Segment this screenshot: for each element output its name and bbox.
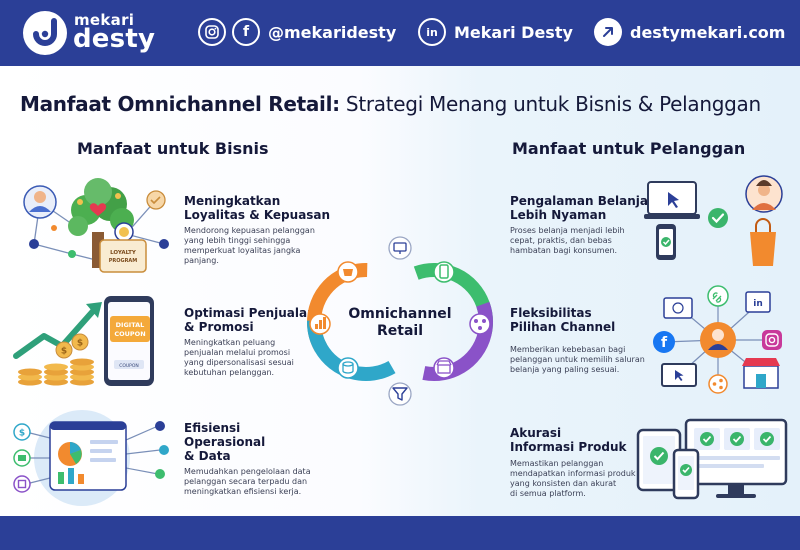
loyalty-card-line2: PROGRAM bbox=[109, 258, 138, 264]
brand-mekari: mekari bbox=[74, 11, 135, 29]
page-title: Manfaat Omnichannel Retail: Strategi Men… bbox=[20, 92, 761, 116]
desty-logo-icon bbox=[23, 11, 67, 55]
business-item-2-title: Optimasi Penjualan& Promosi bbox=[184, 306, 316, 334]
facebook-icon: f bbox=[232, 18, 260, 46]
efficiency-illustration: $ bbox=[13, 410, 169, 506]
loyalty-illustration: LOYALTY PROGRAM bbox=[23, 178, 169, 273]
sales-promo-illustration: $ $ DIGITAL COUPON COUPON bbox=[13, 296, 154, 386]
linkedin-link[interactable]: in Mekari Desty bbox=[418, 17, 573, 47]
instagram-link[interactable]: f @mekaridesty bbox=[198, 17, 396, 47]
svg-text:$: $ bbox=[61, 347, 67, 357]
linkedin-icon: in bbox=[418, 18, 446, 46]
business-heading: Manfaat untuk Bisnis bbox=[77, 139, 269, 158]
svg-text:$: $ bbox=[77, 339, 83, 349]
instagram-icon bbox=[198, 18, 226, 46]
svg-text:f: f bbox=[661, 335, 668, 351]
customer-heading: Manfaat untuk Pelanggan bbox=[512, 139, 746, 158]
svg-text:$: $ bbox=[19, 429, 25, 439]
omnichannel-ring bbox=[307, 236, 493, 406]
coupon-line1: DIGITAL bbox=[116, 321, 145, 329]
website-link[interactable]: destymekari.com bbox=[594, 17, 785, 47]
footer-bar bbox=[0, 516, 800, 550]
svg-text:in: in bbox=[753, 299, 763, 309]
brand-desty: desty bbox=[73, 24, 156, 54]
header-bar: mekari desty f @mekaridesty in Mekari De… bbox=[0, 0, 800, 66]
external-link-icon bbox=[594, 18, 622, 46]
product-accuracy-illustration bbox=[636, 418, 788, 500]
instagram-handle: @mekaridesty bbox=[268, 22, 397, 42]
shopping-experience-illustration bbox=[644, 175, 783, 266]
coupon-button-label: COUPON bbox=[119, 363, 139, 369]
website-url: destymekari.com bbox=[630, 22, 786, 42]
coupon-line2: COUPON bbox=[114, 330, 145, 338]
channel-flexibility-illustration: in f bbox=[653, 285, 782, 394]
loyalty-card-line1: LOYALTY bbox=[110, 250, 137, 256]
linkedin-name: Mekari Desty bbox=[454, 22, 573, 42]
